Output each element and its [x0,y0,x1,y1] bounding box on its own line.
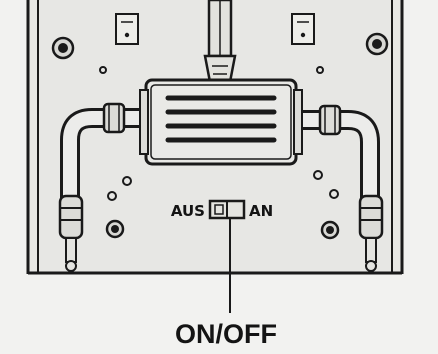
screw-bottom-left [105,219,125,239]
screw-bottom-right [320,220,340,240]
switch-off-label: AUS [171,202,205,220]
rivets [99,66,339,201]
feed-tube [203,0,237,84]
nozzle-left [58,194,84,272]
pipe-right [294,104,380,200]
callout-label: ON/OFF [175,319,277,349]
nozzle-right [358,194,384,272]
switch-on-label: AN [249,202,273,220]
on-off-switch[interactable] [208,199,246,220]
screw-top-right [365,32,389,56]
terminal-block-left [115,13,139,45]
heater-fins [165,95,277,143]
screw-top-left [51,36,75,60]
terminal-block-right [291,13,315,45]
pipe-left [60,102,150,200]
heater-body [139,78,303,166]
